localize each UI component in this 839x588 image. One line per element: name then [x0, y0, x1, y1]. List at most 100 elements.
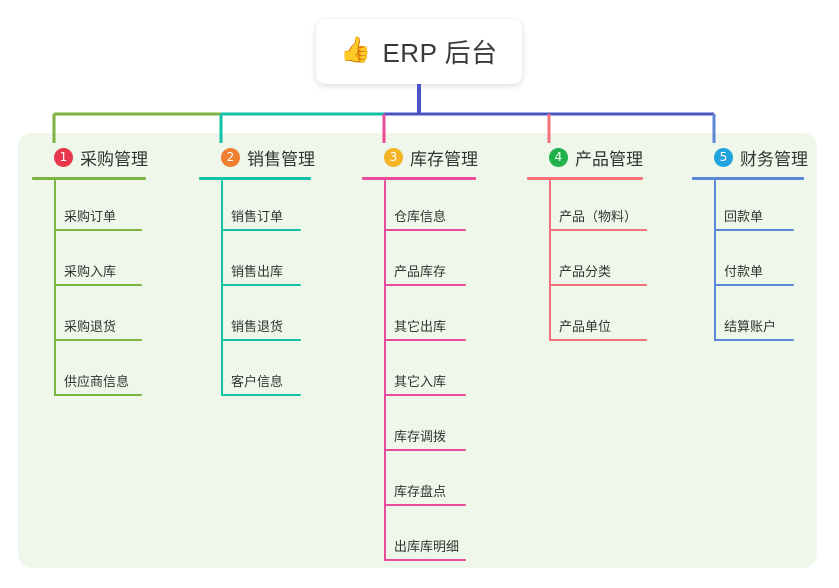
- leaf-node[interactable]: 产品单位: [527, 290, 647, 345]
- leaf-node[interactable]: 采购订单: [32, 180, 160, 235]
- leaf-underline: [221, 394, 301, 396]
- branch-title-1: 采购管理: [80, 150, 148, 169]
- branch-underline-1: [32, 177, 146, 180]
- leaf-underline: [384, 339, 466, 341]
- branch-children-4: 产品（物料） 产品分类产品单位: [527, 180, 647, 345]
- leaf-underline: [54, 394, 142, 396]
- leaf-label: 库存盘点: [394, 484, 447, 499]
- leaf-underline: [714, 339, 794, 341]
- branch-header-3[interactable]: 3 库存管理: [362, 145, 480, 170]
- leaf-underline: [384, 229, 466, 231]
- leaf-label: 销售退货: [231, 319, 284, 334]
- diagram-panel: [18, 133, 817, 568]
- leaf-node[interactable]: 库存盘点: [362, 455, 480, 510]
- leaf-underline: [714, 284, 794, 286]
- branch-header-1[interactable]: 1 采购管理: [32, 145, 160, 170]
- leaf-node[interactable]: 产品库存: [362, 235, 480, 290]
- leaf-node[interactable]: 其它入库: [362, 345, 480, 400]
- branch-badge-5: 5: [714, 148, 733, 167]
- branch-underline-2: [199, 177, 311, 180]
- leaf-underline: [54, 284, 142, 286]
- leaf-node[interactable]: 销售退货: [199, 290, 314, 345]
- leaf-underline: [54, 229, 142, 231]
- branch-column-3: 3 库存管理仓库信息产品库存其它出库其它入库库存调拨库存盘点出库库明细: [362, 145, 480, 565]
- branch-spine-3: [384, 180, 386, 561]
- leaf-node[interactable]: 仓库信息: [362, 180, 480, 235]
- branch-spine-5: [714, 180, 716, 341]
- branch-column-2: 2 销售管理销售订单销售出库销售退货客户信息: [199, 145, 315, 400]
- leaf-node[interactable]: 供应商信息: [32, 345, 160, 400]
- leaf-label: 采购订单: [64, 209, 117, 224]
- branch-children-5: 回款单付款单结算账户: [692, 180, 804, 345]
- branch-underline-5: [692, 177, 804, 180]
- leaf-underline: [221, 339, 301, 341]
- leaf-label: 采购入库: [64, 264, 117, 279]
- leaf-label: 销售订单: [231, 209, 284, 224]
- branch-underline-3: [362, 177, 476, 180]
- leaf-underline: [384, 449, 466, 451]
- branch-title-4: 产品管理: [575, 150, 643, 169]
- leaf-node[interactable]: 其它出库: [362, 290, 480, 345]
- leaf-label: 客户信息: [231, 374, 284, 389]
- branch-header-2[interactable]: 2 销售管理: [199, 145, 315, 170]
- branch-spine-1: [54, 180, 56, 396]
- leaf-label: 产品库存: [394, 264, 447, 279]
- branch-badge-2: 2: [221, 148, 240, 167]
- leaf-node[interactable]: 库存调拨: [362, 400, 480, 455]
- branch-header-5[interactable]: 5 财务管理: [692, 145, 808, 170]
- leaf-underline: [384, 559, 466, 561]
- branch-badge-3: 3: [384, 148, 403, 167]
- branch-children-3: 仓库信息产品库存其它出库其它入库库存调拨库存盘点出库库明细: [362, 180, 480, 565]
- branch-children-2: 销售订单销售出库销售退货客户信息: [199, 180, 314, 400]
- leaf-label: 供应商信息: [64, 374, 130, 389]
- thumbs-up-icon: 👍: [340, 36, 372, 64]
- branch-badge-4: 4: [549, 148, 568, 167]
- leaf-underline: [549, 229, 647, 231]
- branch-header-4[interactable]: 4 产品管理: [527, 145, 645, 170]
- leaf-underline: [549, 284, 647, 286]
- leaf-underline: [549, 339, 647, 341]
- leaf-underline: [384, 284, 466, 286]
- leaf-node[interactable]: 产品（物料）: [527, 180, 647, 235]
- leaf-label: 回款单: [724, 209, 764, 224]
- branch-underline-4: [527, 177, 643, 180]
- leaf-node[interactable]: 回款单: [692, 180, 804, 235]
- leaf-label: 销售出库: [231, 264, 284, 279]
- leaf-node[interactable]: 采购退货: [32, 290, 160, 345]
- leaf-node[interactable]: 出库库明细: [362, 510, 480, 565]
- root-node-label: ERP 后台: [382, 38, 498, 68]
- leaf-node[interactable]: 采购入库: [32, 235, 160, 290]
- branch-column-5: 5 财务管理回款单付款单结算账户: [692, 145, 808, 345]
- leaf-node[interactable]: 销售出库: [199, 235, 314, 290]
- branch-spine-4: [549, 180, 551, 341]
- branch-title-2: 销售管理: [247, 150, 315, 169]
- leaf-label: 其它入库: [394, 374, 447, 389]
- leaf-label: 产品单位: [559, 319, 612, 334]
- root-node[interactable]: 👍 ERP 后台: [316, 19, 522, 84]
- branch-column-1: 1 采购管理采购订单采购入库采购退货供应商信息: [32, 145, 160, 400]
- branch-column-4: 4 产品管理产品（物料） 产品分类产品单位: [527, 145, 647, 345]
- leaf-node[interactable]: 客户信息: [199, 345, 314, 400]
- leaf-label: 付款单: [724, 264, 764, 279]
- branch-children-1: 采购订单采购入库采购退货供应商信息: [32, 180, 160, 400]
- leaf-label: 其它出库: [394, 319, 447, 334]
- leaf-underline: [221, 229, 301, 231]
- branch-spine-2: [221, 180, 223, 396]
- leaf-label: 仓库信息: [394, 209, 447, 224]
- leaf-label: 出库库明细: [394, 539, 460, 554]
- leaf-label: 产品（物料）: [559, 209, 638, 224]
- leaf-node[interactable]: 产品分类: [527, 235, 647, 290]
- leaf-underline: [54, 339, 142, 341]
- leaf-node[interactable]: 付款单: [692, 235, 804, 290]
- root-node-content: 👍 ERP 后台: [340, 33, 497, 70]
- branch-title-3: 库存管理: [410, 150, 478, 169]
- leaf-underline: [384, 504, 466, 506]
- branch-title-5: 财务管理: [740, 150, 808, 169]
- leaf-label: 采购退货: [64, 319, 117, 334]
- leaf-node[interactable]: 结算账户: [692, 290, 804, 345]
- leaf-underline: [221, 284, 301, 286]
- branch-badge-1: 1: [54, 148, 73, 167]
- leaf-underline: [714, 229, 794, 231]
- leaf-node[interactable]: 销售订单: [199, 180, 314, 235]
